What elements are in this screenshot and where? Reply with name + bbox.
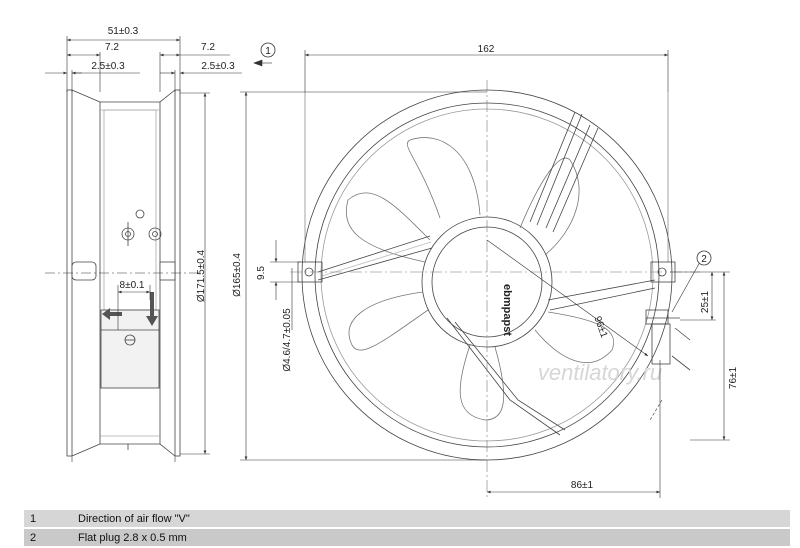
dim-flange-right: 7.2	[201, 42, 215, 53]
legend-description: Direction of air flow "V"	[72, 510, 790, 527]
callout-2: 2	[696, 250, 712, 266]
callout-1: 1	[260, 42, 276, 58]
dim-plug-height: 25±1	[700, 290, 711, 313]
dim-hole-offset: 9.5	[256, 266, 267, 280]
strut-left	[317, 235, 433, 281]
terminal-screw-right	[148, 227, 162, 241]
front-view	[297, 89, 691, 461]
side-view	[66, 89, 181, 462]
strut-top	[529, 111, 583, 226]
airflow-arrows	[102, 292, 158, 326]
legend-table: 1 Direction of air flow "V" 2 Flat plug …	[24, 508, 790, 548]
dim-flange-left: 7.2	[105, 42, 119, 53]
legend-row: 1 Direction of air flow "V"	[24, 510, 790, 527]
dim-hole-diameter: Ø4.6/4.7±0.05	[282, 308, 293, 372]
legend-row: 2 Flat plug 2.8 x 0.5 mm	[24, 529, 790, 546]
fan-blades	[346, 137, 614, 421]
strut-right	[547, 279, 656, 311]
cable-path	[446, 317, 566, 436]
legend-number: 1	[24, 510, 72, 527]
front-view-labels: 162 Ø165±0.4 9.5 Ø4.6/4.7±0.05 96±1 86±1…	[232, 44, 739, 491]
dim-plug-offset: 8±0.1	[120, 280, 145, 291]
dim-radius-cable: 96±1	[591, 315, 609, 340]
legend-description: Flat plug 2.8 x 0.5 mm	[72, 529, 790, 546]
dim-plug-horizontal: 86±1	[571, 480, 594, 491]
dim-overall-depth: 51±0.3	[108, 26, 139, 37]
legend-number: 2	[24, 529, 72, 546]
watermark: ventilatory.ru	[538, 360, 662, 385]
dim-housing-diameter: Ø171.5±0.4	[196, 249, 207, 302]
svg-text:2: 2	[701, 254, 707, 265]
dim-hole-circle: Ø165±0.4	[232, 253, 243, 297]
dim-flange-thickness-right: 2.5±0.3	[201, 61, 235, 72]
strut-top-right	[545, 124, 599, 233]
technical-drawing: 51±0.3 7.2 7.2 2.5±0.3 2.5±0.3 8±0.1 Ø17…	[45, 26, 739, 500]
dim-flange-thickness-left: 2.5±0.3	[91, 61, 125, 72]
ebmpapst-logo: ebmpapst	[501, 284, 513, 336]
dim-plug-vertical: 76±1	[728, 366, 739, 389]
dim-square-width: 162	[478, 44, 495, 55]
flat-plug	[645, 309, 691, 371]
plug-housing	[100, 309, 160, 389]
svg-text:1: 1	[265, 46, 271, 57]
side-view-labels: 51±0.3 7.2 7.2 2.5±0.3 2.5±0.3 8±0.1 Ø17…	[91, 26, 235, 302]
